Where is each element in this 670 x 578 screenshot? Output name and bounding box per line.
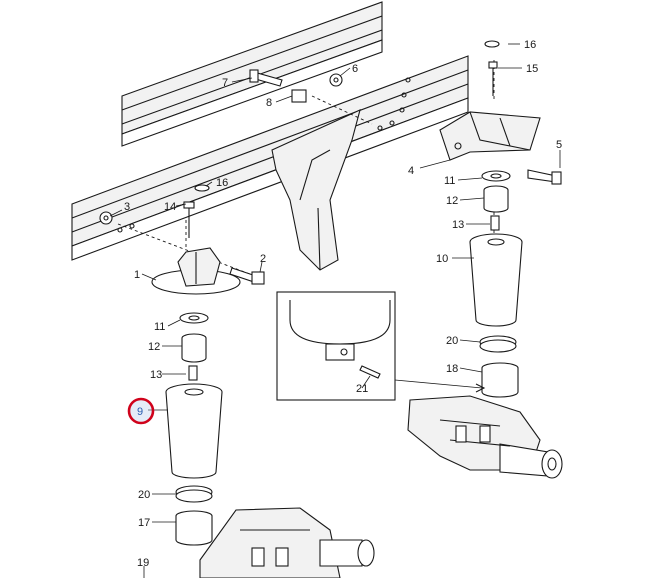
- leader-lines: [109, 43, 561, 578]
- callout-11-right[interactable]: 11: [444, 175, 455, 187]
- washer-6: [329, 73, 343, 87]
- rubber-12-left: [181, 333, 207, 363]
- stud-13-right: [490, 215, 500, 231]
- callout-13-right[interactable]: 13: [452, 219, 464, 231]
- callout-12-left[interactable]: 12: [148, 341, 160, 353]
- detail-inset: [276, 291, 486, 401]
- washer-16-right: [484, 40, 500, 48]
- callout-17[interactable]: 17: [138, 517, 150, 529]
- callout-12-right[interactable]: 12: [446, 195, 458, 207]
- callout-18[interactable]: 18: [446, 363, 458, 375]
- callout-9[interactable]: 9: [137, 406, 143, 418]
- callout-7[interactable]: 7: [222, 77, 228, 89]
- callout-10[interactable]: 10: [436, 253, 448, 265]
- bolt-5: [527, 169, 562, 185]
- callout-16-right[interactable]: 16: [524, 39, 536, 51]
- callout-5[interactable]: 5: [556, 139, 562, 151]
- stud-13-left: [188, 365, 198, 381]
- frame-rail-upper: [121, 1, 383, 147]
- callout-21[interactable]: 21: [356, 383, 368, 395]
- callout-15[interactable]: 15: [526, 63, 538, 75]
- callout-20-right[interactable]: 20: [446, 335, 458, 347]
- rubber-12-right: [483, 185, 509, 213]
- piston-18: [481, 362, 519, 398]
- callout-labels: 16 15 5 4 11 12 13 10 20 18 7 8 6 16 14 …: [124, 39, 562, 569]
- callout-14[interactable]: 14: [164, 201, 176, 213]
- callout-11-left[interactable]: 11: [154, 321, 165, 333]
- piston-17: [175, 510, 213, 546]
- selected-callout-highlight: [127, 397, 155, 425]
- air-spring-9: [165, 383, 223, 479]
- callout-3[interactable]: 3: [124, 201, 130, 213]
- callout-2[interactable]: 2: [260, 253, 266, 265]
- callout-13-left[interactable]: 13: [150, 369, 162, 381]
- bolt-15-right: [488, 61, 498, 96]
- washer-16-left: [194, 184, 210, 192]
- callout-8[interactable]: 8: [266, 97, 272, 109]
- pin-7: [249, 69, 283, 87]
- washer-3: [99, 211, 113, 225]
- washer-11-right: [481, 170, 511, 182]
- air-spring-10: [469, 233, 523, 327]
- axle-left: [199, 507, 375, 578]
- callout-19[interactable]: 19: [137, 557, 149, 569]
- bracket-plate-1: [151, 247, 241, 295]
- ring-20-right: [479, 335, 517, 353]
- cross-member: [271, 109, 361, 271]
- bracket-right: [439, 111, 541, 161]
- callout-1[interactable]: 1: [134, 269, 140, 281]
- ring-20-left: [175, 485, 213, 503]
- sleeve-8: [291, 89, 307, 103]
- axle-right: [407, 395, 563, 479]
- washer-11-left: [179, 312, 209, 324]
- callout-16-left[interactable]: 16: [216, 177, 228, 189]
- callout-20-left[interactable]: 20: [138, 489, 150, 501]
- callout-6[interactable]: 6: [352, 63, 358, 75]
- bolt-14: [183, 201, 195, 238]
- callout-4[interactable]: 4: [408, 165, 414, 177]
- bolt-2: [229, 267, 265, 285]
